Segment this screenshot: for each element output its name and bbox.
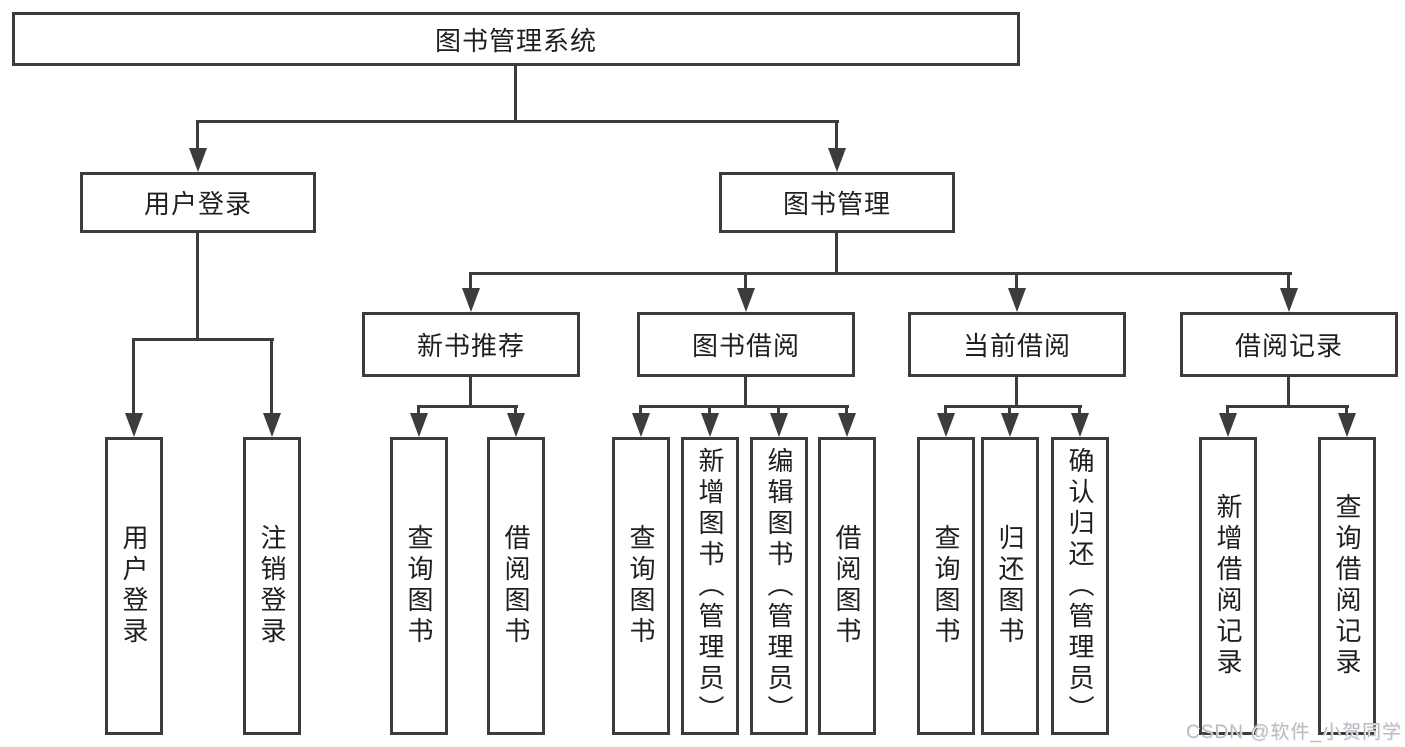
connector-borrow-records-split bbox=[1226, 405, 1349, 408]
node-book-mgmt: 图书管理 bbox=[719, 172, 955, 233]
arrow-to-login-leaf bbox=[125, 413, 143, 437]
connector-user-login-stem bbox=[196, 233, 199, 340]
leaf-confirm-return-admin-label: 确认归还（管理员） bbox=[1065, 446, 1095, 726]
leaf-borrow-books-2: 借阅图书 bbox=[818, 437, 876, 735]
leaf-return-books-label: 归还图书 bbox=[995, 524, 1025, 648]
csdn-watermark: CSDN @软件_小贺同学 bbox=[1186, 722, 1402, 743]
connector-new-books-split bbox=[417, 405, 518, 408]
leaf-borrow-books-1: 借阅图书 bbox=[487, 437, 545, 735]
arrow-to-g5-leaf1 bbox=[1219, 413, 1237, 437]
connector-stem-login-leaf bbox=[132, 338, 135, 416]
leaf-query-books-2-label: 查询图书 bbox=[626, 524, 656, 648]
connector-stem-g3-leaf4 bbox=[845, 405, 848, 418]
leaf-query-borrow-record: 查询借阅记录 bbox=[1318, 437, 1376, 735]
connector-stem-g2-leaf2 bbox=[514, 405, 517, 418]
leaf-add-books-admin: 新增图书（管理员） bbox=[681, 437, 739, 735]
connector-stem-g3-leaf2 bbox=[708, 405, 711, 418]
node-borrow-records: 借阅记录 bbox=[1180, 312, 1398, 377]
node-book-borrow: 图书借阅 bbox=[637, 312, 855, 377]
connector-stem-g4-leaf1 bbox=[944, 405, 947, 418]
arrow-to-g3-leaf4 bbox=[838, 413, 856, 437]
leaf-user-login-label: 用户登录 bbox=[119, 524, 149, 648]
leaf-query-borrow-record-label: 查询借阅记录 bbox=[1332, 493, 1362, 679]
connector-user-login-split bbox=[132, 338, 274, 341]
arrow-to-new-books bbox=[462, 288, 480, 312]
leaf-return-books: 归还图书 bbox=[981, 437, 1039, 735]
connector-stem-g4-leaf3 bbox=[1078, 405, 1081, 418]
connector-stem-g4-leaf2 bbox=[1008, 405, 1011, 418]
arrow-to-g2-leaf1 bbox=[410, 413, 428, 437]
node-user-login: 用户登录 bbox=[80, 172, 316, 233]
connector-book-mgmt-stem bbox=[835, 233, 838, 275]
arrow-to-g4-leaf2 bbox=[1001, 413, 1019, 437]
leaf-add-books-admin-label: 新增图书（管理员） bbox=[695, 446, 725, 726]
arrow-to-user-login bbox=[189, 148, 207, 172]
connector-stem-g2-leaf1 bbox=[417, 405, 420, 418]
connector-stem-book-borrow bbox=[744, 272, 747, 292]
connector-current-borrow-split bbox=[944, 405, 1082, 408]
arrow-to-g5-leaf2 bbox=[1338, 413, 1356, 437]
arrow-to-book-mgmt bbox=[828, 148, 846, 172]
arrow-to-g4-leaf3 bbox=[1071, 413, 1089, 437]
connector-current-borrow-stem bbox=[1015, 377, 1018, 408]
connector-level3-split bbox=[469, 272, 1292, 275]
connector-borrow-records-stem bbox=[1287, 377, 1290, 408]
connector-book-borrow-stem bbox=[744, 377, 747, 408]
node-current-borrow: 当前借阅 bbox=[908, 312, 1126, 377]
connector-new-books-stem bbox=[469, 377, 472, 408]
leaf-query-books-3-label: 查询图书 bbox=[931, 524, 961, 648]
arrow-to-g3-leaf3 bbox=[770, 413, 788, 437]
leaf-logout-label: 注销登录 bbox=[257, 524, 287, 648]
arrow-to-g2-leaf2 bbox=[507, 413, 525, 437]
arrow-to-g4-leaf1 bbox=[937, 413, 955, 437]
arrow-to-book-borrow bbox=[737, 288, 755, 312]
arrow-to-logout-leaf bbox=[263, 413, 281, 437]
leaf-confirm-return-admin: 确认归还（管理员） bbox=[1051, 437, 1109, 735]
leaf-query-books-2: 查询图书 bbox=[612, 437, 670, 735]
connector-stem-new-books bbox=[469, 272, 472, 292]
leaf-logout: 注销登录 bbox=[243, 437, 301, 735]
connector-stem-g5-leaf1 bbox=[1226, 405, 1229, 418]
node-root: 图书管理系统 bbox=[12, 12, 1020, 66]
connector-stem-book-mgmt bbox=[835, 120, 838, 152]
leaf-query-books-1-label: 查询图书 bbox=[404, 524, 434, 648]
connector-root-stem bbox=[514, 66, 517, 122]
arrow-to-g3-leaf1 bbox=[632, 413, 650, 437]
connector-book-borrow-split bbox=[639, 405, 849, 408]
connector-stem-user-login bbox=[196, 120, 199, 152]
connector-stem-current-borrow bbox=[1015, 272, 1018, 292]
connector-stem-logout-leaf bbox=[270, 338, 273, 416]
connector-stem-g3-leaf3 bbox=[777, 405, 780, 418]
leaf-edit-books-admin: 编辑图书（管理员） bbox=[750, 437, 808, 735]
leaf-edit-books-admin-label: 编辑图书（管理员） bbox=[764, 446, 794, 726]
arrow-to-current-borrow bbox=[1008, 288, 1026, 312]
connector-stem-g3-leaf1 bbox=[639, 405, 642, 418]
arrow-to-g3-leaf2 bbox=[701, 413, 719, 437]
arrow-to-borrow-records bbox=[1280, 288, 1298, 312]
connector-stem-g5-leaf2 bbox=[1345, 405, 1348, 418]
connector-stem-borrow-records bbox=[1287, 272, 1290, 292]
leaf-borrow-books-1-label: 借阅图书 bbox=[501, 524, 531, 648]
leaf-query-books-3: 查询图书 bbox=[917, 437, 975, 735]
connector-level2-split bbox=[196, 120, 839, 123]
leaf-add-borrow-record: 新增借阅记录 bbox=[1199, 437, 1257, 735]
node-new-books: 新书推荐 bbox=[362, 312, 580, 377]
leaf-add-borrow-record-label: 新增借阅记录 bbox=[1213, 493, 1243, 679]
leaf-borrow-books-2-label: 借阅图书 bbox=[832, 524, 862, 648]
leaf-user-login: 用户登录 bbox=[105, 437, 163, 735]
leaf-query-books-1: 查询图书 bbox=[390, 437, 448, 735]
